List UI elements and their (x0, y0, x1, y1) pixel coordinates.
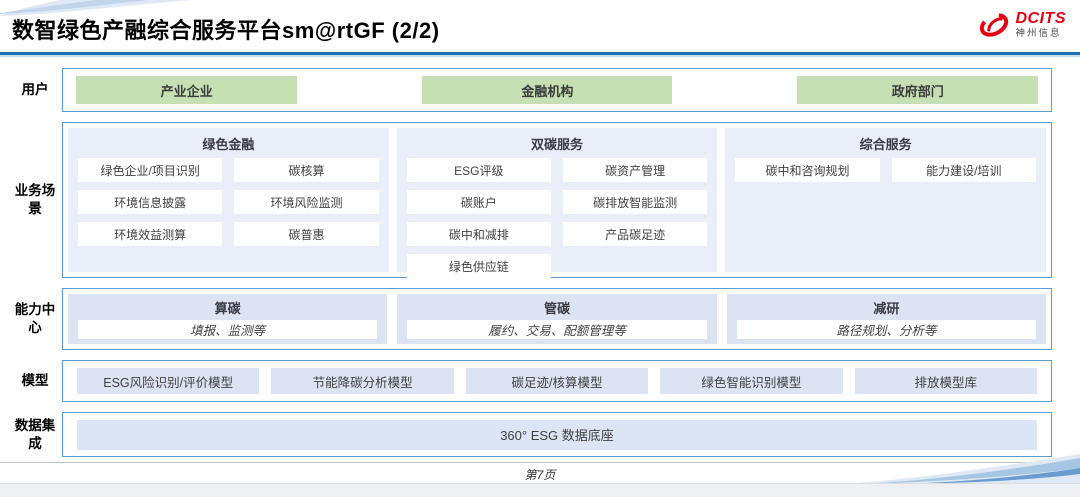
scenario-item: 碳中和减排 (406, 222, 551, 246)
scenario-item: 碳账户 (406, 190, 551, 214)
scenario-item: 环境风险监测 (234, 190, 379, 214)
page-title: 数智绿色产融综合服务平台sm@rtGF (2/2) (12, 18, 440, 43)
model-item: 绿色智能识别模型 (660, 368, 843, 394)
capabilities-container: 算碳 填报、监测等 管碳 履约、交易、配额管理等 减研 路径规划、分析等 (62, 288, 1052, 350)
comprehensive-items: 碳中和咨询规划 能力建设/培训 (735, 158, 1037, 182)
data-integration-container: 360° ESG 数据底座 (62, 412, 1052, 457)
data-integration-row: 数据集成 360° ESG 数据底座 (8, 412, 1052, 457)
users-row-label: 用户 (21, 82, 49, 98)
scenarios-container: 绿色金融 绿色企业/项目识别 碳核算 环境信息披露 环境风险监测 环境效益测算 … (62, 122, 1052, 278)
data-integration-row-label: 数据集成 (14, 417, 56, 451)
user-box-finance: 金融机构 (422, 76, 673, 104)
scenario-item: 碳排放智能监测 (563, 190, 708, 214)
capabilities-row-label: 能力中心 (14, 302, 56, 335)
column-title: 综合服务 (859, 137, 912, 152)
model-item: 排放模型库 (854, 368, 1037, 394)
capability-carbon-accounting: 算碳 填报、监测等 (68, 294, 388, 344)
capability-desc: 填报、监测等 (78, 320, 378, 339)
user-box-government: 政府部门 (797, 76, 1038, 104)
capability-title: 管碳 (543, 301, 570, 316)
footer-divider (0, 462, 1080, 463)
scenario-column-green-finance: 绿色金融 绿色企业/项目识别 碳核算 环境信息披露 环境风险监测 环境效益测算 … (68, 128, 389, 272)
scenarios-row: 业务场景 绿色金融 绿色企业/项目识别 碳核算 环境信息披露 环境风险监测 环境… (8, 122, 1052, 278)
capability-carbon-management: 管碳 履约、交易、配额管理等 (397, 294, 717, 344)
capabilities-row: 能力中心 算碳 填报、监测等 管碳 履约、交易、配额管理等 减研 路径规划、分析… (8, 288, 1052, 350)
scenario-item: 产品碳足迹 (563, 222, 708, 246)
capability-desc: 履约、交易、配额管理等 (407, 320, 707, 339)
capability-title: 减研 (873, 301, 900, 316)
user-box-industry: 产业企业 (76, 76, 298, 104)
title-underline (0, 52, 1080, 55)
slide-header: 数智绿色产融综合服务平台sm@rtGF (2/2) DCITS 神州信息 (0, 0, 1080, 56)
logo-company-text: 神州信息 (1015, 28, 1062, 40)
scenarios-row-label: 业务场景 (14, 183, 56, 216)
scenario-item: 环境信息披露 (78, 190, 223, 214)
models-container: ESG风险识别/评价模型 节能降碳分析模型 碳足迹/核算模型 绿色智能识别模型 … (62, 360, 1052, 402)
scenario-item: 能力建设/培训 (891, 158, 1037, 182)
model-item: ESG风险识别/评价模型 (77, 368, 260, 394)
capability-carbon-reduction: 减研 路径规划、分析等 (726, 294, 1046, 344)
models-row: 模型 ESG风险识别/评价模型 节能降碳分析模型 碳足迹/核算模型 绿色智能识别… (8, 360, 1052, 402)
page-number: 第7页 (524, 468, 556, 482)
users-container: 产业企业 金融机构 政府部门 (62, 68, 1052, 112)
scenario-item: 碳中和咨询规划 (735, 158, 880, 182)
dcits-logo-icon (979, 13, 1008, 37)
column-title: 绿色金融 (202, 137, 255, 152)
capability-title: 算碳 (214, 301, 241, 316)
scenario-item: 碳核算 (234, 158, 379, 182)
scenario-column-dual-carbon: 双碳服务 ESG评级 碳资产管理 碳账户 碳排放智能监测 碳中和减排 产品碳足迹… (396, 128, 718, 278)
scenario-item: 绿色企业/项目识别 (78, 158, 223, 182)
dual-carbon-items: ESG评级 碳资产管理 碳账户 碳排放智能监测 碳中和减排 产品碳足迹 绿色供应… (406, 158, 708, 278)
platform-diagram: 用户 产业企业 金融机构 政府部门 业务场景 绿色金融 绿色企业/项目识别 碳核… (8, 68, 1052, 467)
green-finance-items: 绿色企业/项目识别 碳核算 环境信息披露 环境风险监测 环境效益测算 碳普惠 (78, 158, 379, 246)
scenario-item: ESG评级 (406, 158, 551, 182)
model-item: 碳足迹/核算模型 (465, 368, 649, 394)
scenario-column-comprehensive: 综合服务 碳中和咨询规划 能力建设/培训 (725, 128, 1047, 272)
dcits-logo: DCITS 神州信息 (977, 10, 1067, 40)
scenario-item: 绿色供应链 (406, 254, 551, 278)
bottom-strip (0, 483, 1080, 497)
models-row-label: 模型 (21, 373, 49, 389)
scenario-item: 碳资产管理 (563, 158, 708, 182)
capability-desc: 路径规划、分析等 (736, 320, 1036, 339)
users-row: 用户 产业企业 金融机构 政府部门 (8, 68, 1052, 112)
model-item: 节能降碳分析模型 (271, 368, 454, 394)
column-title: 双碳服务 (531, 137, 584, 152)
logo-brand-text: DCITS (1015, 10, 1066, 28)
esg-data-base-item: 360° ESG 数据底座 (77, 419, 1037, 450)
scenario-item: 碳普惠 (234, 222, 379, 246)
scenario-item: 环境效益测算 (78, 222, 223, 246)
